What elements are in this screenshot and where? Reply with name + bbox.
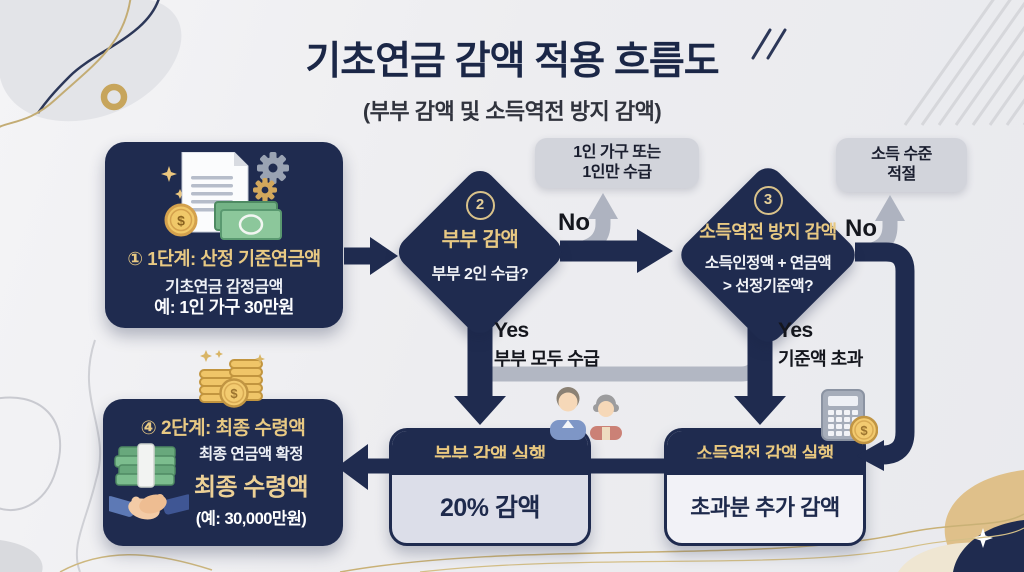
- no-label-income: No: [845, 215, 877, 242]
- income-check-question1: 소득인정액 + 연금액: [704, 255, 832, 272]
- svg-text:$: $: [860, 423, 868, 438]
- couple-check-question: 부부 2인 수급?: [431, 266, 529, 283]
- bottomleft-blob: [0, 540, 43, 572]
- yes-sub-couple: 부부 모두 수급: [494, 349, 600, 369]
- svg-text:$: $: [177, 213, 185, 229]
- topleft-gold-curve: [0, 0, 132, 128]
- step1-title: ① 1단계: 산정 기준연금액: [127, 248, 321, 269]
- handshake-icon: [109, 494, 189, 520]
- coin-icon: $: [164, 203, 198, 237]
- sparkle-icon: [200, 350, 212, 362]
- bottom-gold-curve-1: [339, 513, 1024, 572]
- yes-sub-income: 기준액 초과: [778, 349, 863, 369]
- step1-box: $ ① 1단계: 산정 기준연금액 기초연금 감정금액 예: 1인 가구 30만…: [105, 142, 343, 328]
- step2-line1: 최종 연금액 확정: [199, 446, 303, 463]
- gold-ring: [100, 83, 128, 111]
- title-tick-1: [751, 28, 772, 60]
- coin-stack-icon: $: [199, 350, 265, 408]
- income-check-question2: > 선정기준액?: [722, 278, 814, 295]
- callout-income-line1: 소득 수준: [871, 145, 932, 163]
- sparkle-icon: [255, 354, 265, 364]
- sparkle-icon: [215, 350, 223, 358]
- yes-label-couple: Yes 부부 모두 수급: [494, 319, 600, 371]
- income-check-title: 소득역전 방지 감액: [699, 222, 837, 242]
- yes-word-couple: Yes: [494, 319, 529, 342]
- callout-single-household: 1인 가구 또는 1인만 수급: [535, 138, 699, 188]
- step2-line2: 최종 수령액: [193, 474, 309, 501]
- callout-income-line2: 적절: [887, 166, 916, 183]
- page-subtitle: (부부 감액 및 소득역전 방지 감액): [362, 99, 662, 124]
- yes-label-income: Yes 기준액 초과: [778, 319, 863, 371]
- step2-line3: (예: 30,000만원): [195, 510, 307, 528]
- topleft-navy-curve: [36, 0, 160, 114]
- title-tick-2: [766, 28, 787, 60]
- svg-text:$: $: [230, 386, 238, 401]
- bottomleft-curl: [0, 396, 62, 511]
- step2-box: ④ 2단계: 최종 수령액 최종 연금액 확정 최종 수령액 (예: 30,00…: [103, 399, 343, 546]
- page-title: 기초연금 감액 적용 흐름도: [305, 40, 719, 83]
- money-stack-icon: [114, 443, 176, 488]
- income-reduction-result: 초과분 추가 감액: [690, 495, 840, 520]
- step1-line2: 예: 1인 가구 30만원: [154, 297, 294, 317]
- no-label-couple: No: [558, 209, 590, 236]
- gear-icon: [253, 152, 289, 202]
- callout-single-line2: 1인만 수급: [582, 164, 652, 181]
- couple-reduction-box: 부부 감액 실행 20% 감액: [389, 428, 591, 546]
- bottomright-navy-corner: [953, 520, 1024, 572]
- callout-single-line1: 1인 가구 또는: [573, 143, 661, 161]
- couple-check-number-badge: 2: [465, 191, 495, 220]
- step1-line1: 기초연금 감정금액: [165, 279, 283, 296]
- left-curve: [75, 339, 102, 572]
- yes-word-income: Yes: [778, 319, 813, 342]
- income-check-number-badge: 3: [753, 186, 783, 215]
- calculator-coin-icon: $: [821, 389, 878, 445]
- bottom-gold-curve-2: [419, 527, 1024, 572]
- couple-reduction-result: 20% 감액: [440, 494, 540, 522]
- callout-income-adequate: 소득 수준 적절: [836, 138, 967, 192]
- couple-check-title: 부부 감액: [441, 229, 519, 251]
- elderly-couple-icon: [550, 387, 622, 440]
- banknote-icon: [214, 201, 282, 240]
- topright-stripes: [903, 0, 1024, 126]
- bottom-gold-curve-left: [59, 554, 213, 572]
- document-money-gears-icon: $: [161, 152, 289, 240]
- step2-title: ④ 2단계: 최종 수령액: [140, 418, 306, 439]
- money-handshake-icon: [109, 443, 189, 520]
